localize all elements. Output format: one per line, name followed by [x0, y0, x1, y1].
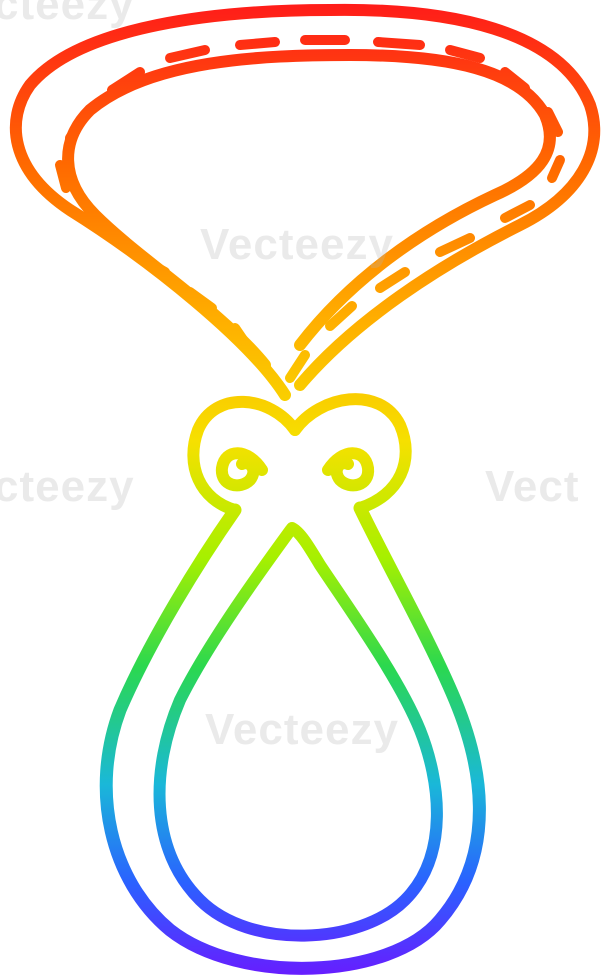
chain-links	[55, 35, 565, 383]
pendant-inner	[153, 522, 443, 942]
pendant-outer	[99, 501, 486, 975]
chain-band	[9, 3, 601, 401]
clasp	[187, 393, 412, 516]
